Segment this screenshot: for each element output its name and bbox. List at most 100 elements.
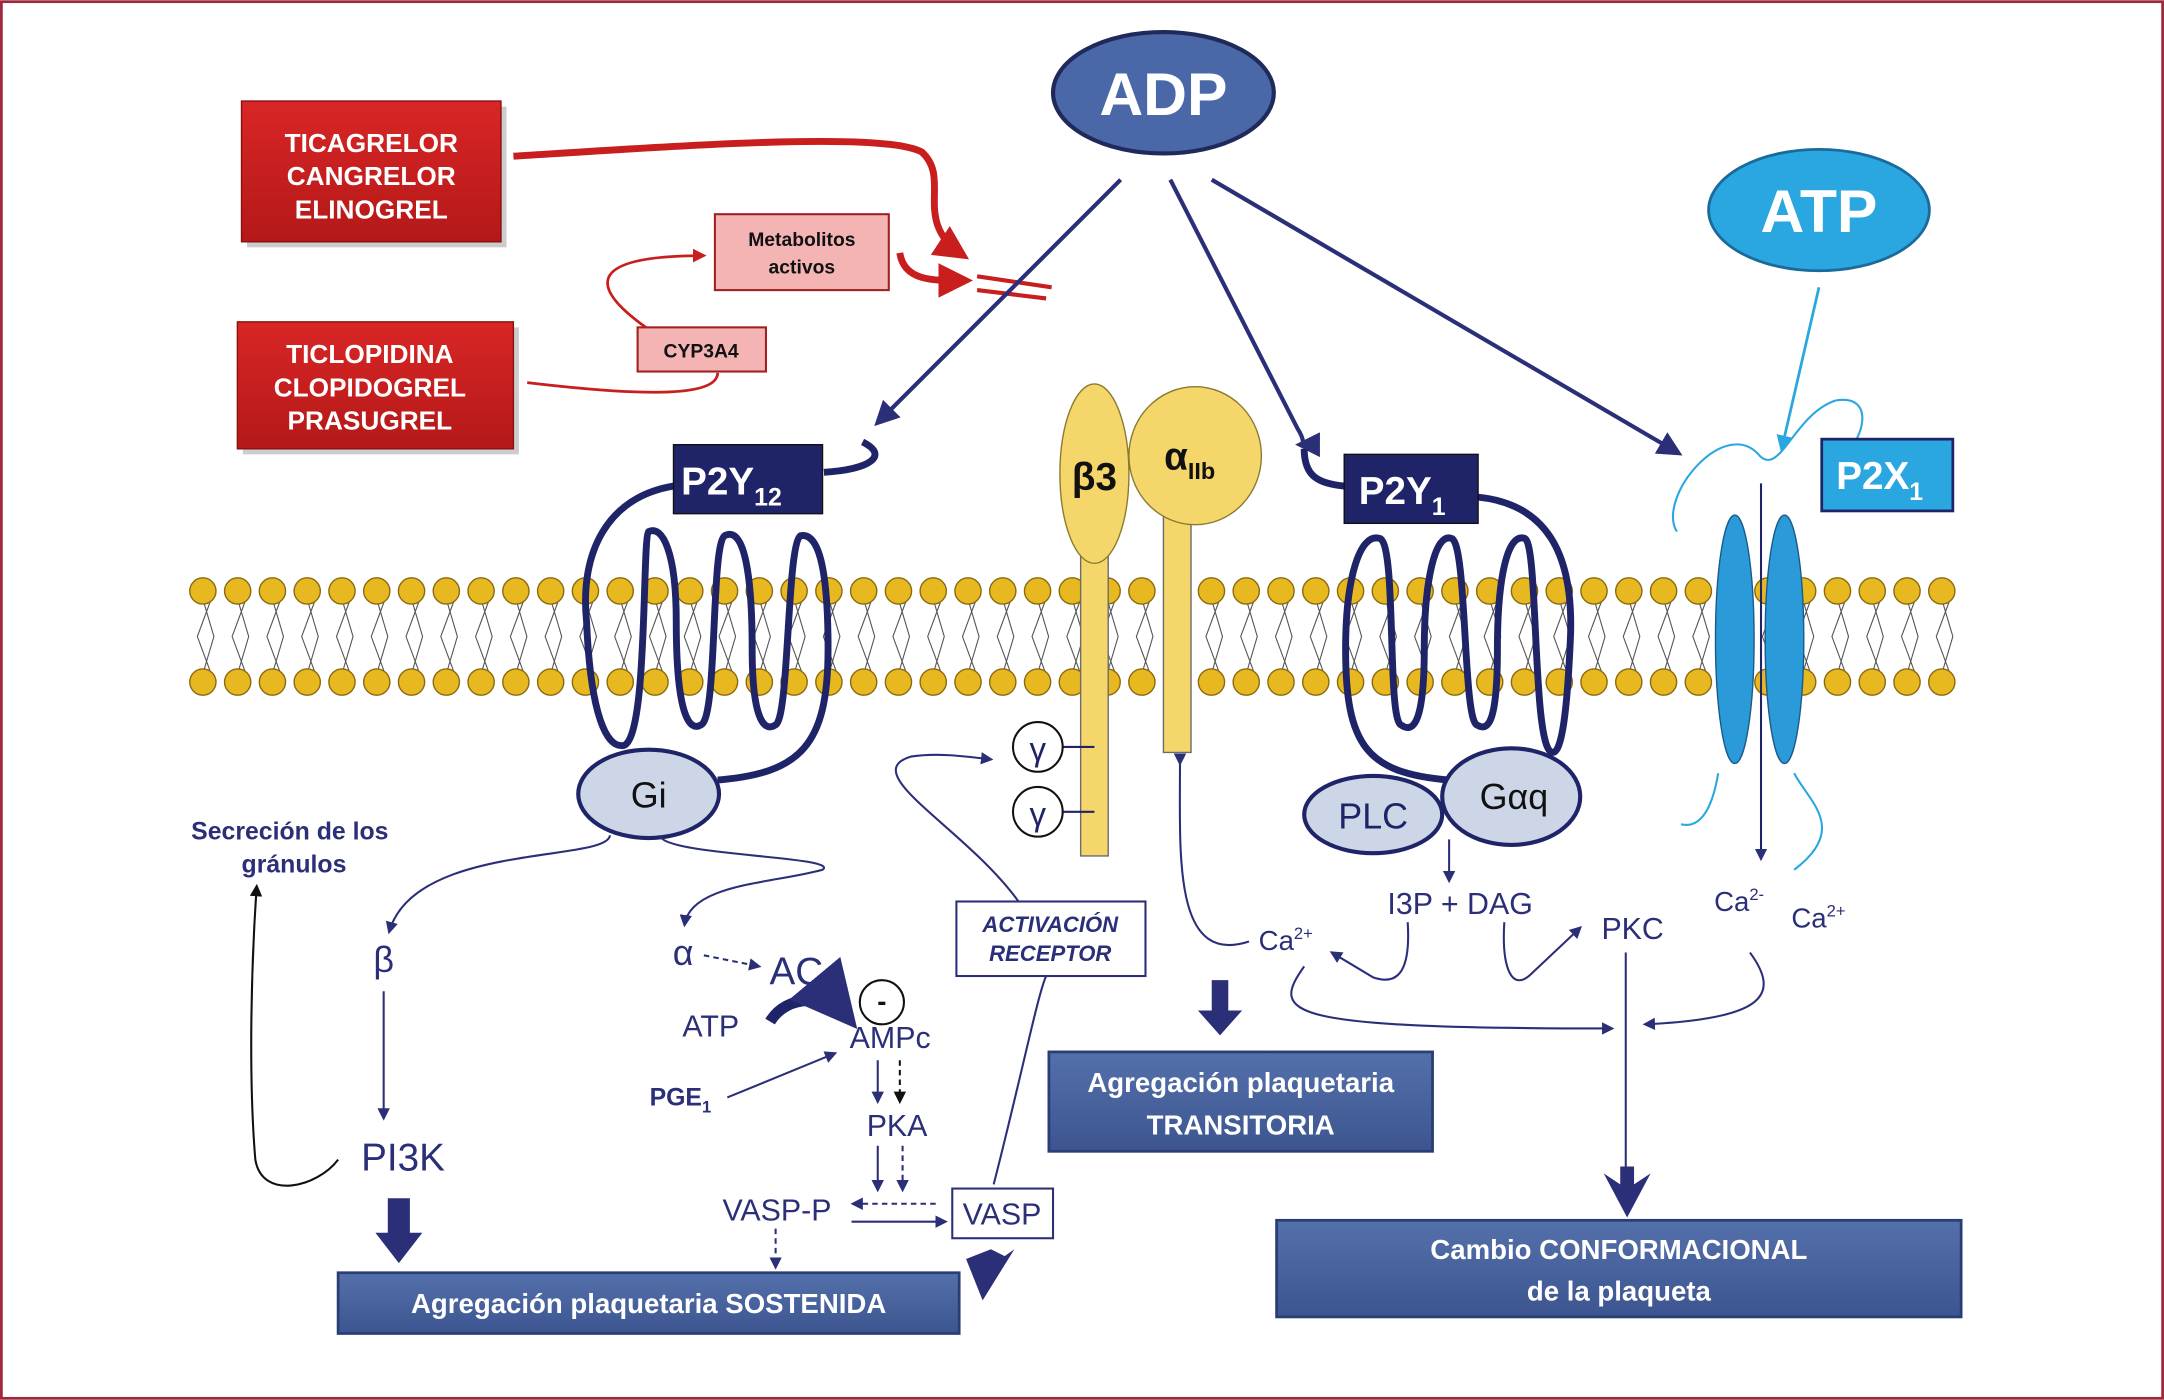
lipid-head xyxy=(884,577,913,605)
vasp-label: VASP xyxy=(963,1198,1042,1231)
cyp3a4-box: CYP3A4 xyxy=(636,326,767,373)
lipid-head xyxy=(502,577,530,605)
metabolites-label: Metabolitos xyxy=(748,230,855,251)
integrin-aiib-b3: β3 αIIb γ γ xyxy=(1011,383,1263,857)
transient-aggregation-label-2: TRANSITORIA xyxy=(1147,1110,1335,1141)
lipid-head xyxy=(467,577,495,605)
lipid-head xyxy=(258,668,287,696)
lipid-head xyxy=(1371,577,1400,605)
lipid-head xyxy=(1023,668,1052,696)
lipid-head xyxy=(397,577,426,605)
beta3-label: β3 xyxy=(1072,456,1117,499)
drug-arrows xyxy=(513,137,1052,394)
pka-label: PKA xyxy=(867,1110,928,1143)
left-pathway-arrows xyxy=(249,752,1048,1270)
plc-label: PLC xyxy=(1338,796,1408,836)
lipid-head xyxy=(1684,577,1713,605)
lipid-head xyxy=(1684,668,1713,696)
drug-prasugrel: PRASUGREL xyxy=(288,406,453,436)
alpha-subunit-label: α xyxy=(673,933,694,973)
lipid-head xyxy=(849,577,878,605)
lipid-head xyxy=(1614,668,1643,696)
lipid-head xyxy=(1301,668,1330,696)
lipid-head xyxy=(1858,668,1887,696)
metabolites-box: Metabolitos activos xyxy=(713,213,890,292)
lipid-head xyxy=(467,668,495,696)
pi3k-label: PI3K xyxy=(361,1137,445,1180)
lipid-head xyxy=(1614,577,1643,605)
adp-label: ADP xyxy=(1099,60,1227,128)
conformational-change-box: Cambio CONFORMACIONAL de la plaqueta xyxy=(1275,1218,1963,1319)
vasp-p-label: VASP-P xyxy=(722,1194,831,1227)
lipid-head xyxy=(1232,668,1261,696)
lipid-head xyxy=(362,577,391,605)
plc xyxy=(1302,773,1445,856)
lipid-head xyxy=(1267,668,1295,696)
transient-aggregation-box: Agregación plaquetaria TRANSITORIA xyxy=(1047,1050,1434,1153)
lipid-head xyxy=(1232,577,1261,605)
lipid-head xyxy=(293,668,322,696)
receptor-activation-label-2: RECEPTOR xyxy=(989,941,1111,966)
lipid-head xyxy=(884,668,913,696)
lipid-head xyxy=(328,577,356,605)
atp-substrate-label: ATP xyxy=(682,1011,739,1044)
lipid-head xyxy=(919,668,948,696)
p2y1-receptor: P2Y1 PLC Gαq xyxy=(1300,448,1583,856)
alpha-iib-label: αIIb xyxy=(1164,436,1215,485)
lipid-head xyxy=(988,668,1017,696)
adp-ligand: ADP xyxy=(1050,29,1276,156)
calcium-channel-label: Ca2- xyxy=(1714,885,1764,917)
lipid-head xyxy=(606,668,635,696)
lipid-head xyxy=(988,577,1017,605)
lipid-head xyxy=(1580,577,1608,605)
lipid-head xyxy=(1510,668,1539,696)
granule-secretion-label: Secreción de los xyxy=(191,818,388,845)
lipid-head xyxy=(223,668,252,696)
lipid-head xyxy=(362,668,391,696)
atp-label: ATP xyxy=(1761,177,1878,245)
lipid-head xyxy=(606,577,635,605)
metabolites-label-2: activos xyxy=(769,258,836,279)
p2x1-label: P2X1 xyxy=(1836,455,1923,506)
direct-inhibitors-box: TICAGRELOR CANGRELOR ELINOGREL xyxy=(240,100,507,248)
p2x1-channel: P2X1 xyxy=(1672,398,1955,871)
lipid-head xyxy=(536,668,565,696)
lipid-head xyxy=(1928,577,1956,605)
ampc-label: AMPc xyxy=(850,1022,931,1055)
lipid-head xyxy=(1928,668,1956,696)
lipid-head xyxy=(502,668,530,696)
pkc-label: PKC xyxy=(1601,913,1663,946)
transient-aggregation-label: Agregación plaquetaria xyxy=(1087,1067,1394,1098)
ligand-arrows xyxy=(874,177,1821,458)
right-pathway-big-arrows xyxy=(1197,980,1651,1218)
lipid-head xyxy=(1023,577,1052,605)
lipid-head xyxy=(189,668,217,696)
lipid-head xyxy=(675,577,704,605)
drug-cangrelor: CANGRELOR xyxy=(287,161,456,191)
conformational-change-label-2: de la plaqueta xyxy=(1527,1275,1712,1306)
lipid-head xyxy=(1197,668,1226,696)
gamma-label-2: γ xyxy=(1030,797,1047,834)
lipid-head xyxy=(1301,577,1330,605)
lipid-head xyxy=(258,577,287,605)
receptor-activation-box xyxy=(955,900,1147,978)
sustained-aggregation-label: Agregación plaquetaria SOSTENIDA xyxy=(411,1288,886,1319)
i3p-dag-label: I3P + DAG xyxy=(1387,888,1532,921)
p2y1-label: P2Y1 xyxy=(1359,470,1446,521)
drug-ticagrelor: TICAGRELOR xyxy=(285,128,458,158)
lipid-head xyxy=(1128,668,1156,696)
inhibition-sign: - xyxy=(877,986,886,1017)
lipid-head xyxy=(189,577,217,605)
lipid-head xyxy=(1649,668,1678,696)
gamma-chain-1 xyxy=(1011,721,1064,773)
lipid-head xyxy=(1197,577,1226,605)
lipid-head xyxy=(1893,668,1921,696)
lipid-head xyxy=(1580,668,1608,696)
lipid-head xyxy=(849,668,878,696)
lipid-head xyxy=(432,577,461,605)
lipid-head xyxy=(1823,668,1852,696)
lipid-head xyxy=(223,577,252,605)
lipid-head xyxy=(954,577,982,605)
